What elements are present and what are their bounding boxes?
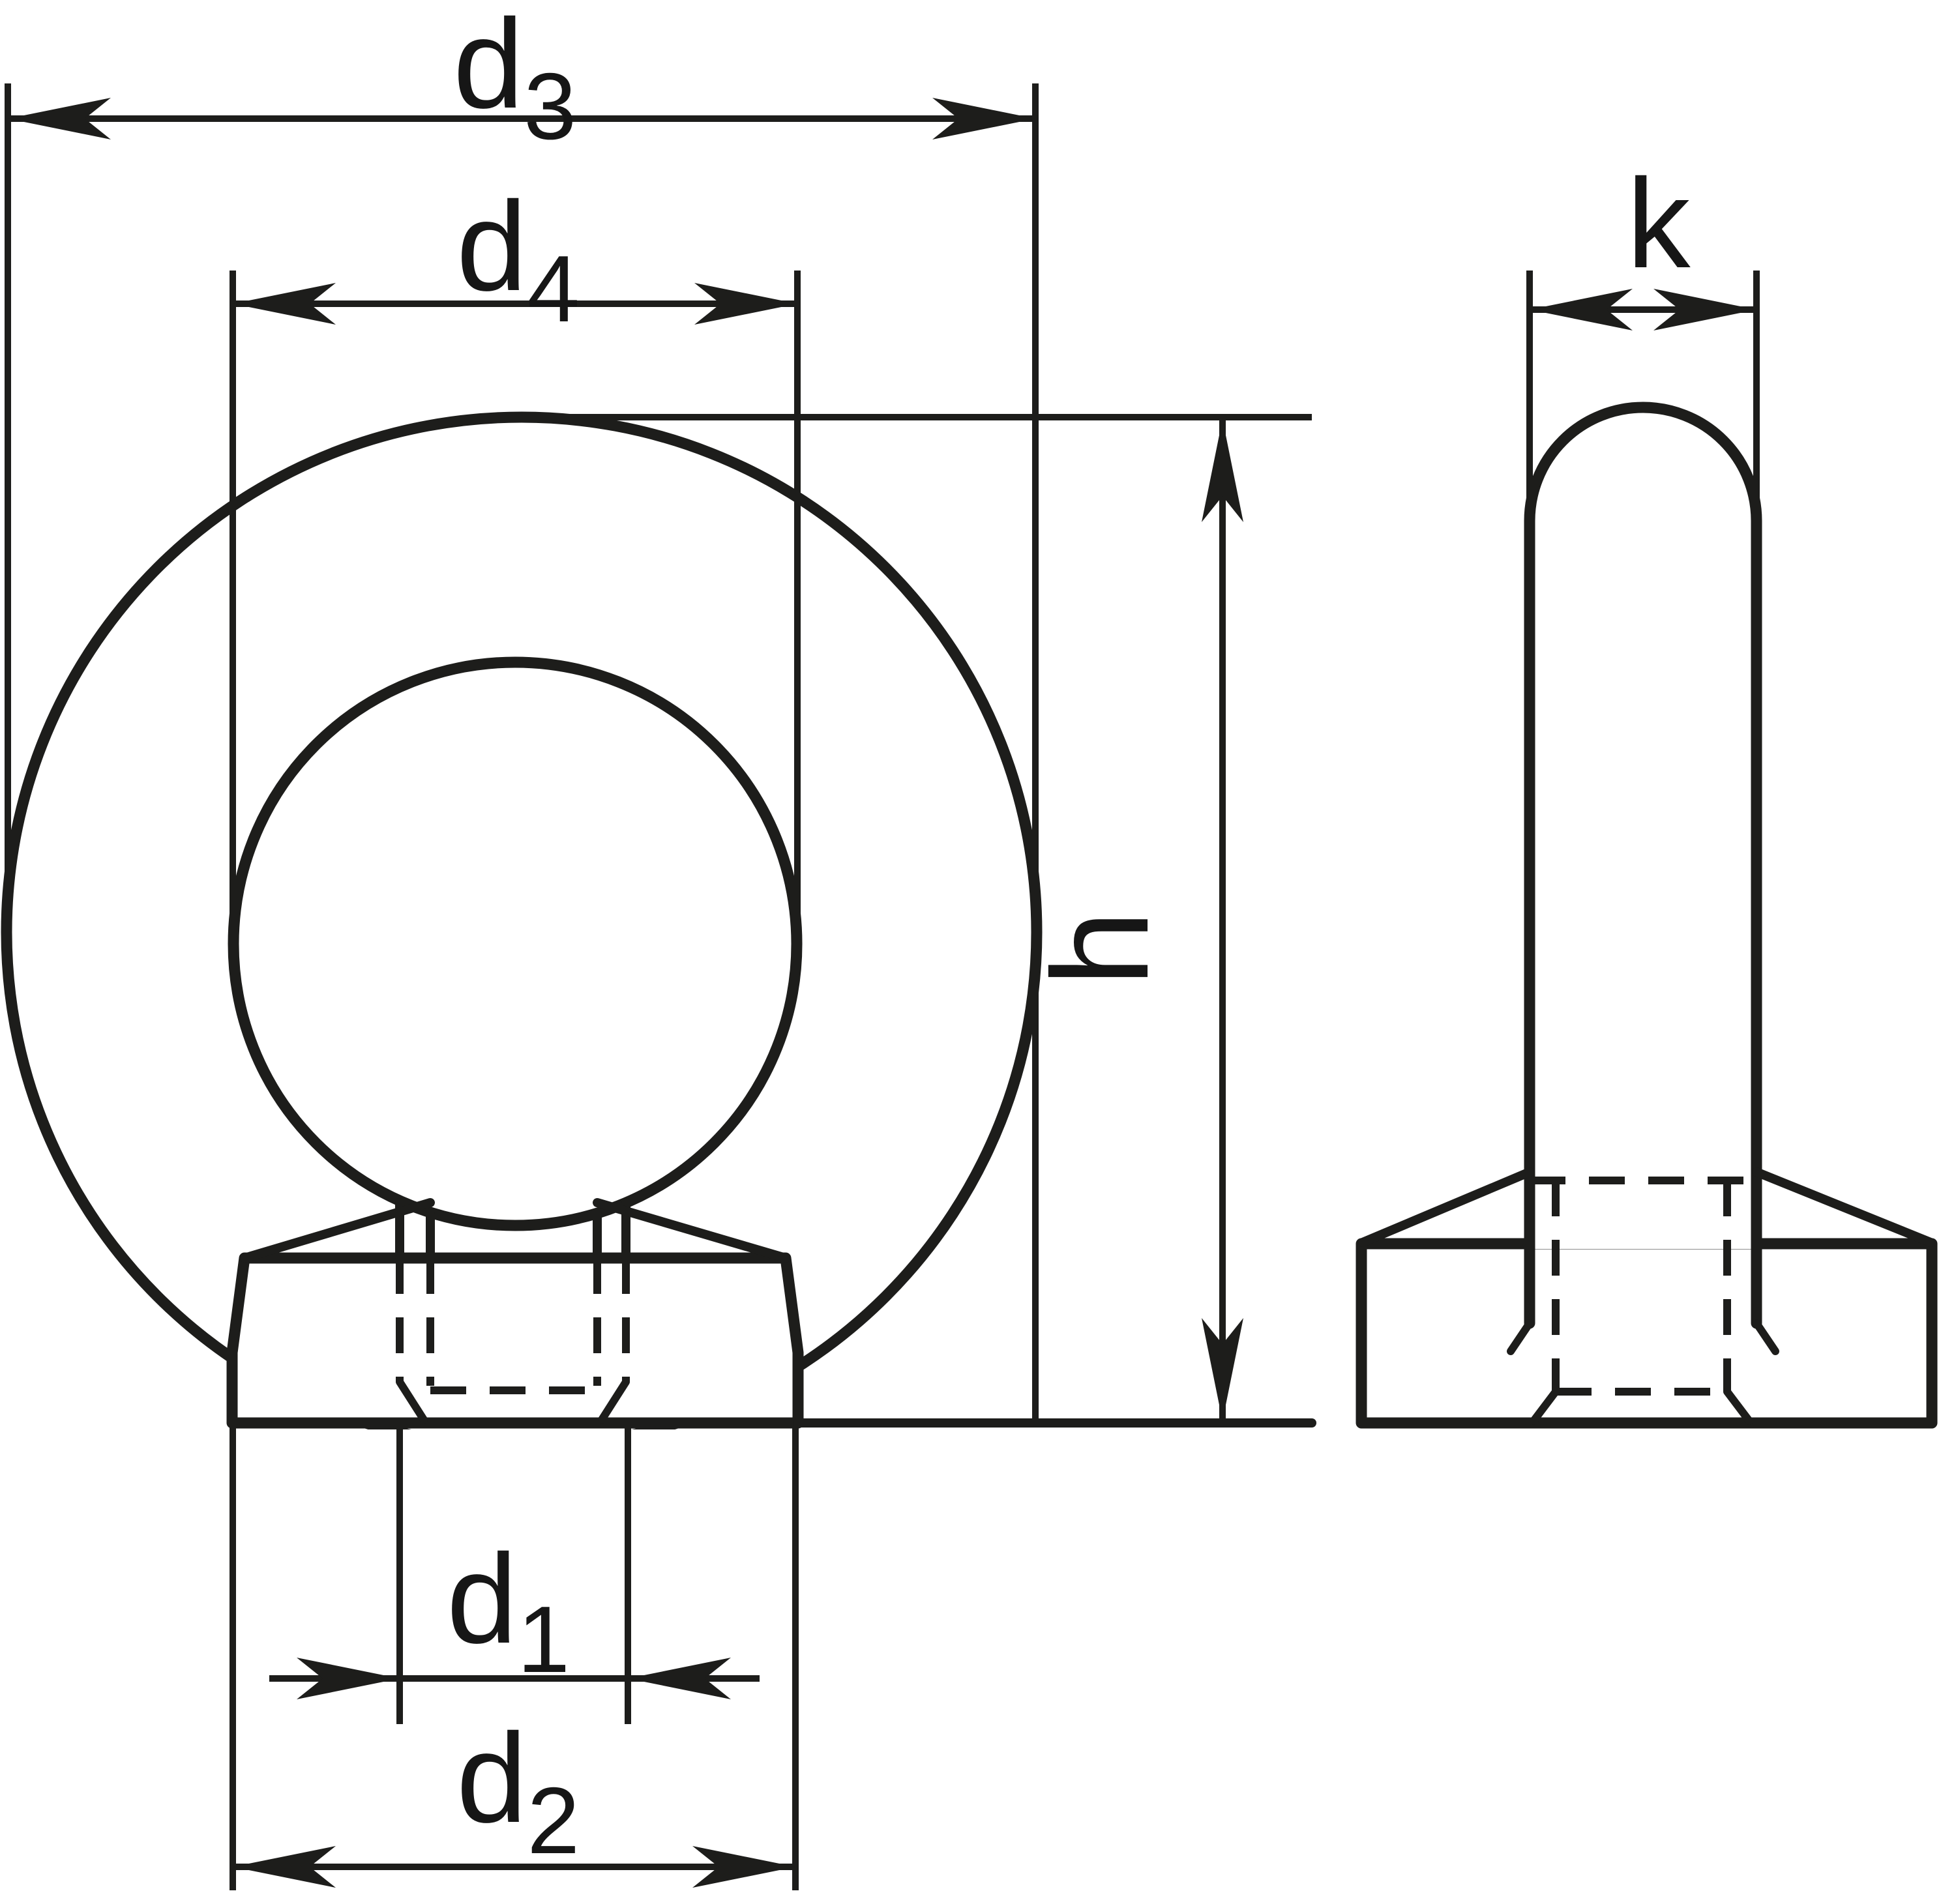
hole-countersink-left bbox=[1530, 1388, 1560, 1425]
d2-arrow-left bbox=[233, 1846, 336, 1888]
nut-body-front bbox=[226, 1252, 804, 1429]
nut-chamfer-left-front bbox=[240, 1198, 435, 1263]
k-label: k bbox=[1627, 153, 1691, 295]
d3-arrow-right bbox=[932, 98, 1035, 139]
nut-chamfer-right-front bbox=[593, 1198, 790, 1263]
thread-countersink-left bbox=[396, 1378, 428, 1424]
d2-arrow-right bbox=[692, 1846, 795, 1888]
d4-label: d4 bbox=[456, 175, 580, 342]
runout-flick-right bbox=[1753, 1319, 1779, 1355]
runout-flick-left bbox=[1507, 1319, 1534, 1355]
extension-lines bbox=[5, 83, 1760, 1890]
nut-chamfer-left-side bbox=[1358, 1167, 1534, 1247]
h-arrow-bottom bbox=[1202, 1318, 1243, 1421]
d1-label: d1 bbox=[447, 1528, 570, 1692]
shank-outline bbox=[1524, 402, 1762, 1329]
d3-arrow-left bbox=[8, 98, 111, 139]
d4-arrow-left bbox=[233, 283, 336, 325]
d3-label: d3 bbox=[453, 0, 576, 159]
hole-countersink-right bbox=[1723, 1388, 1753, 1425]
dimension-h: h bbox=[1024, 419, 1243, 1421]
nut-chamfer-right-side bbox=[1752, 1167, 1935, 1247]
d1-arrow-right bbox=[628, 1658, 731, 1699]
d1-arrow-left bbox=[297, 1658, 400, 1699]
shank-fill bbox=[1530, 407, 1756, 1249]
dimension-d4: d4 bbox=[233, 175, 797, 342]
dimension-d2: d2 bbox=[233, 1707, 795, 1888]
side-view bbox=[1356, 402, 1938, 1429]
nut-body-side bbox=[1356, 1238, 1938, 1429]
dimension-k: k bbox=[1530, 153, 1756, 330]
h-arrow-top bbox=[1202, 419, 1243, 522]
thread-countersink-right bbox=[598, 1378, 630, 1424]
k-arrow-left bbox=[1530, 289, 1633, 330]
d2-label: d2 bbox=[456, 1707, 580, 1873]
inner-eye-circle bbox=[228, 656, 803, 1231]
dimension-d3: d3 bbox=[8, 0, 1035, 159]
k-arrow-right bbox=[1653, 289, 1756, 330]
h-label: h bbox=[1024, 911, 1177, 987]
d4-arrow-right bbox=[694, 283, 797, 325]
dimension-d1: d1 bbox=[269, 1528, 760, 1699]
